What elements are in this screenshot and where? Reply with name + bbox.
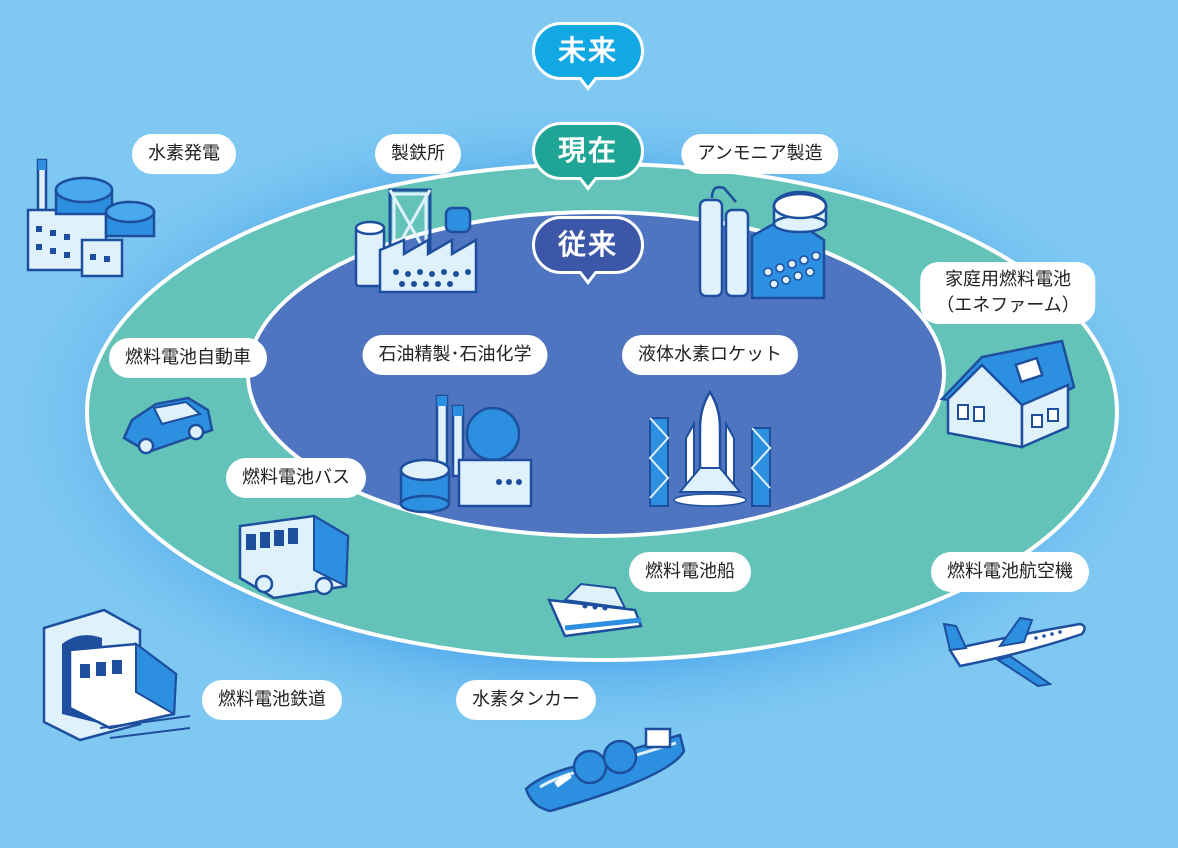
ammonia-plant-icon [698, 185, 828, 300]
label-oil-refining: 石油精製･石油化学 [362, 335, 548, 375]
hydrogen-power-plant-icon [26, 158, 156, 278]
ship-icon [546, 582, 643, 638]
label-fc-ship: 燃料電池船 [629, 552, 751, 592]
label-home-fuel-cell: 家庭用燃料電池 （エネファーム） [920, 262, 1096, 324]
label-liquid-h2-rocket: 液体水素ロケット [622, 335, 798, 375]
steelworks-icon [354, 188, 478, 294]
label-hydrogen-power: 水素発電 [132, 134, 236, 174]
label-fc-aircraft: 燃料電池航空機 [931, 552, 1089, 592]
label-home-fuel-cell-line2: （エネファーム） [936, 295, 1080, 316]
era-tag-past: 従来 [532, 216, 644, 274]
label-fc-vehicle: 燃料電池自動車 [109, 338, 267, 378]
tanker-icon [524, 727, 686, 813]
car-icon [122, 396, 214, 455]
train-icon [42, 608, 191, 742]
bus-icon [238, 514, 350, 600]
airplane-icon [942, 616, 1086, 688]
era-tag-future: 未来 [532, 22, 644, 80]
rocket-icon [648, 389, 772, 507]
label-steelworks: 製鉄所 [375, 134, 461, 174]
label-fc-railway: 燃料電池鉄道 [202, 680, 342, 720]
label-h2-tanker: 水素タンカー [456, 680, 596, 720]
label-ammonia: アンモニア製造 [681, 134, 839, 174]
house-icon [939, 339, 1076, 449]
label-fc-bus: 燃料電池バス [226, 458, 366, 498]
era-tag-present: 現在 [532, 122, 644, 180]
refinery-icon [399, 394, 533, 514]
label-home-fuel-cell-line1: 家庭用燃料電池 [945, 269, 1071, 290]
